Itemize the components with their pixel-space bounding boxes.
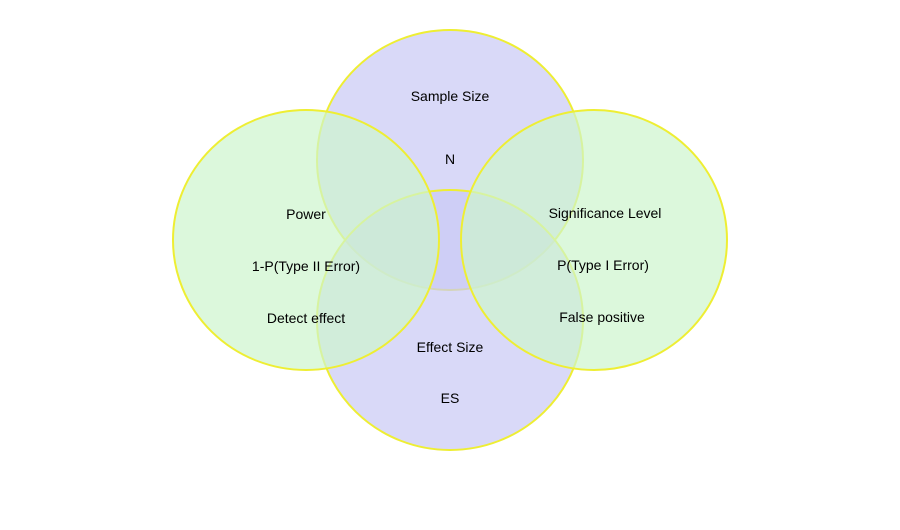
label-detect-effect: Detect effect bbox=[267, 310, 345, 326]
label-effect-size: Effect Size bbox=[417, 339, 484, 355]
label-sample-size: Sample Size bbox=[411, 88, 490, 104]
circle-power bbox=[172, 109, 440, 371]
label-significance-level: Significance Level bbox=[549, 205, 662, 221]
label-power-formula: 1-P(Type II Error) bbox=[252, 258, 360, 274]
label-es: ES bbox=[441, 390, 460, 406]
label-n: N bbox=[445, 151, 455, 167]
label-type1-error: P(Type I Error) bbox=[557, 257, 649, 273]
label-false-positive: False positive bbox=[559, 309, 645, 325]
label-power: Power bbox=[286, 206, 326, 222]
circle-significance bbox=[460, 109, 728, 371]
